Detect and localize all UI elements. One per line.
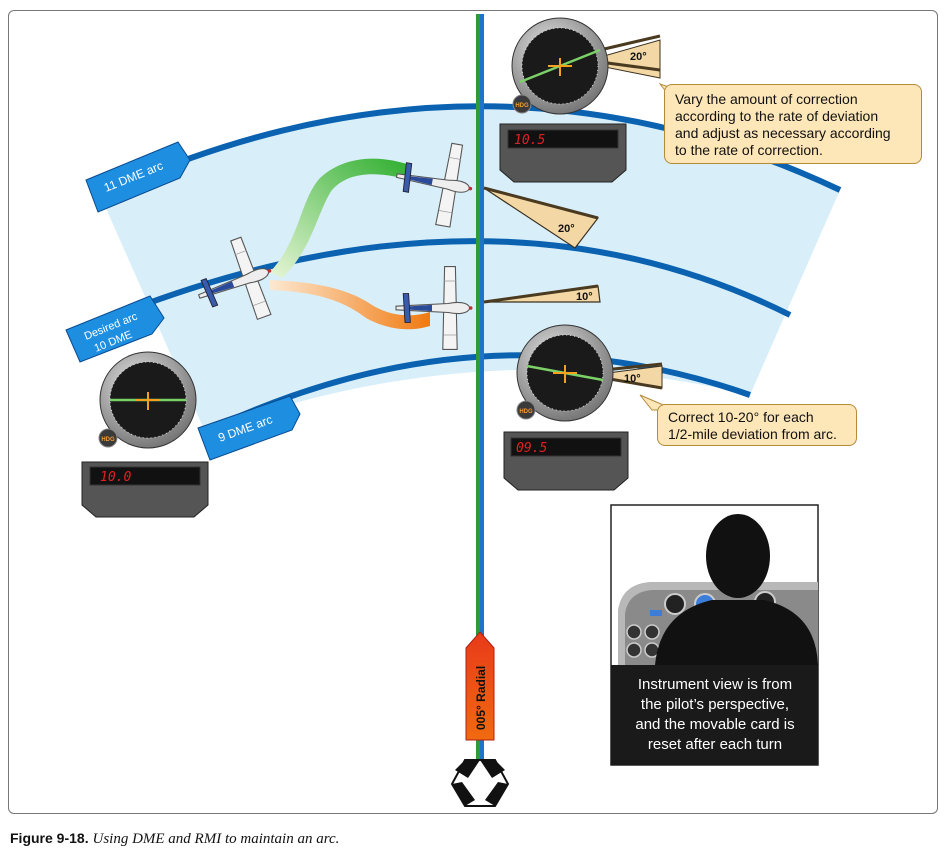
- figure-caption: Figure 9-18. Using DME and RMI to mainta…: [10, 830, 339, 848]
- dme-top-value: 10.5: [514, 133, 545, 148]
- arc-10-dme: [78, 238, 792, 333]
- pilot-view-illustration: [610, 504, 819, 766]
- radial-label: 005° Radial: [474, 666, 488, 730]
- rmi-bottom-angle: 10°: [624, 373, 641, 385]
- arc-band: [100, 106, 840, 433]
- figure-number: Figure 9-18.: [10, 830, 89, 846]
- callout-vary-correction: Vary the amount of correction according …: [664, 84, 922, 164]
- dme-display-bottom: 09.5: [503, 431, 629, 491]
- figure-description: Using DME and RMI to maintain an arc.: [92, 831, 340, 847]
- correction-path-outbound: [270, 158, 410, 278]
- correction-path-inbound: [270, 280, 430, 330]
- dme-left-value: 10.0: [100, 470, 131, 485]
- vor-station-icon: [450, 759, 510, 807]
- callout-correct-per-deviation: Correct 10-20° for each 1/2-mile deviati…: [657, 404, 857, 446]
- wedge-20-label: 20°: [558, 223, 575, 235]
- wedge-10-label: 10°: [576, 291, 593, 303]
- dme-display-left: 10.0: [81, 461, 209, 518]
- dme-display-top: 10.5: [499, 123, 627, 183]
- rmi-left-hdg: HDG: [101, 437, 115, 443]
- rmi-top-angle: 20°: [630, 51, 647, 63]
- rmi-bottom-hdg: HDG: [519, 409, 533, 415]
- rmi-top: 20° HDG: [511, 17, 661, 115]
- wedge-20-degrees: 20°: [483, 186, 600, 249]
- pilot-view-caption: Instrument view is from the pilot’s pers…: [635, 676, 795, 753]
- label-desired-arc: Desired arc 10 DME: [65, 295, 165, 363]
- rmi-bottom: 10° HDG: [516, 324, 663, 422]
- rmi-top-hdg: HDG: [515, 103, 529, 109]
- radial-label-box: [465, 631, 495, 741]
- wedge-10-degrees: 10°: [483, 284, 601, 304]
- rmi-left: HDG: [98, 351, 197, 449]
- dme-bottom-value: 09.5: [516, 441, 547, 456]
